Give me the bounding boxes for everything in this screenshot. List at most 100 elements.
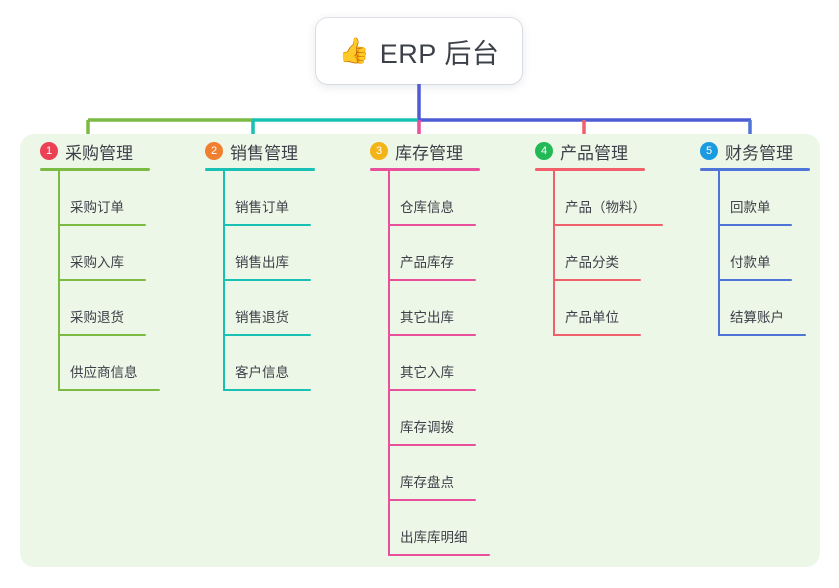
branch-item-label: 销售订单 — [235, 200, 289, 215]
branch-item-label: 产品（物料） — [565, 200, 646, 215]
branch-item[interactable]: 采购入库 — [36, 226, 201, 281]
branch-item[interactable]: 仓库信息 — [366, 171, 531, 226]
branch-header-underline — [205, 168, 315, 171]
branch-item-underline — [388, 389, 476, 391]
branch-item[interactable]: 回款单 — [696, 171, 839, 226]
branch-item-label: 库存盘点 — [400, 475, 454, 490]
branch-header-2[interactable]: 2 销售管理 — [201, 134, 366, 168]
branch-item-underline — [553, 224, 663, 226]
branch-item[interactable]: 产品分类 — [531, 226, 696, 281]
branch-header-underline — [700, 168, 810, 171]
branch-number-badge: 3 — [370, 142, 388, 160]
branch-item[interactable]: 产品单位 — [531, 281, 696, 336]
branch-item-underline — [223, 389, 311, 391]
branch-item[interactable]: 销售出库 — [201, 226, 366, 281]
branch-item-underline — [718, 279, 792, 281]
branch-item-label: 库存调拨 — [400, 420, 454, 435]
branch-spine — [388, 171, 390, 556]
branch-header-1[interactable]: 1 采购管理 — [36, 134, 201, 168]
branch-header-underline — [40, 168, 150, 171]
branch-item-underline — [58, 389, 160, 391]
branch-number-badge: 4 — [535, 142, 553, 160]
branch-item[interactable]: 其它入库 — [366, 336, 531, 391]
branch-item[interactable]: 产品库存 — [366, 226, 531, 281]
branch-column-2: 2 销售管理销售订单销售出库销售退货客户信息 — [201, 134, 366, 391]
branch-item[interactable]: 结算账户 — [696, 281, 839, 336]
branch-item-label: 产品库存 — [400, 255, 454, 270]
thumbs-up-icon: 👍 — [338, 36, 370, 65]
branches-panel — [20, 134, 820, 567]
branch-item-underline — [553, 334, 641, 336]
branch-title: 产品管理 — [560, 143, 628, 163]
branch-header-underline — [535, 168, 645, 171]
branch-item-label: 销售出库 — [235, 255, 289, 270]
branch-item[interactable]: 供应商信息 — [36, 336, 201, 391]
branch-spine — [223, 171, 225, 391]
branch-title: 库存管理 — [395, 143, 463, 163]
branch-column-4: 4 产品管理产品（物料） 产品分类产品单位 — [531, 134, 696, 336]
branch-item-underline — [388, 224, 476, 226]
branch-item[interactable]: 采购订单 — [36, 171, 201, 226]
branch-item-underline — [58, 224, 146, 226]
branch-item[interactable]: 库存盘点 — [366, 446, 531, 501]
branch-column-3: 3 库存管理仓库信息产品库存其它出库其它入库库存调拨库存盘点出库库明细 — [366, 134, 531, 556]
branch-item-underline — [388, 444, 476, 446]
branch-item[interactable]: 销售订单 — [201, 171, 366, 226]
branch-item-underline — [58, 279, 146, 281]
branch-item-label: 销售退货 — [235, 310, 289, 325]
branch-item[interactable]: 产品（物料） — [531, 171, 696, 226]
branch-column-1: 1 采购管理采购订单采购入库采购退货供应商信息 — [36, 134, 201, 391]
branch-item-label: 仓库信息 — [400, 200, 454, 215]
branch-item[interactable]: 采购退货 — [36, 281, 201, 336]
branch-item-label: 结算账户 — [730, 310, 784, 325]
branch-column-5: 5 财务管理回款单付款单结算账户 — [696, 134, 839, 336]
branch-item-label: 采购入库 — [70, 255, 124, 270]
branch-item[interactable]: 出库库明细 — [366, 501, 531, 556]
branch-item-underline — [388, 334, 476, 336]
branch-item-label: 采购订单 — [70, 200, 124, 215]
branch-items: 仓库信息产品库存其它出库其它入库库存调拨库存盘点出库库明细 — [366, 171, 531, 556]
branch-spine — [58, 171, 60, 391]
branch-item-underline — [223, 334, 311, 336]
branch-header-5[interactable]: 5 财务管理 — [696, 134, 839, 168]
branch-item-underline — [718, 334, 806, 336]
branch-item-label: 客户信息 — [235, 365, 289, 380]
branch-item-underline — [718, 224, 792, 226]
branch-number-badge: 5 — [700, 142, 718, 160]
branch-spine — [718, 171, 720, 336]
branch-spine — [553, 171, 555, 336]
branch-item-underline — [223, 224, 311, 226]
branch-item-underline — [58, 334, 146, 336]
branch-header-4[interactable]: 4 产品管理 — [531, 134, 696, 168]
branch-item[interactable]: 库存调拨 — [366, 391, 531, 446]
branch-item-label: 回款单 — [730, 200, 771, 215]
branch-item-underline — [388, 554, 490, 556]
branch-item-underline — [388, 499, 476, 501]
branch-item[interactable]: 其它出库 — [366, 281, 531, 336]
branch-items: 回款单付款单结算账户 — [696, 171, 839, 336]
branch-header-3[interactable]: 3 库存管理 — [366, 134, 531, 168]
branch-item-underline — [388, 279, 476, 281]
root-node[interactable]: 👍 ERP 后台 — [316, 18, 522, 84]
branch-item-label: 其它出库 — [400, 310, 454, 325]
branch-item-underline — [553, 279, 641, 281]
branch-number-badge: 2 — [205, 142, 223, 160]
branch-header-underline — [370, 168, 480, 171]
branch-columns: 1 采购管理采购订单采购入库采购退货供应商信息 2 销售管理销售订单销售出库销售退货客… — [20, 134, 820, 567]
branch-item[interactable]: 销售退货 — [201, 281, 366, 336]
branch-item-label: 其它入库 — [400, 365, 454, 380]
branch-item-label: 采购退货 — [70, 310, 124, 325]
branch-item-label: 产品分类 — [565, 255, 619, 270]
branch-item[interactable]: 客户信息 — [201, 336, 366, 391]
branch-title: 财务管理 — [725, 143, 793, 163]
branch-item[interactable]: 付款单 — [696, 226, 839, 281]
branch-item-label: 产品单位 — [565, 310, 619, 325]
branch-items: 产品（物料） 产品分类产品单位 — [531, 171, 696, 336]
branch-title: 采购管理 — [65, 143, 133, 163]
branch-item-label: 付款单 — [730, 255, 771, 270]
branch-title: 销售管理 — [230, 143, 298, 163]
branch-items: 销售订单销售出库销售退货客户信息 — [201, 171, 366, 391]
branch-number-badge: 1 — [40, 142, 58, 160]
branch-item-label: 出库库明细 — [400, 530, 468, 545]
